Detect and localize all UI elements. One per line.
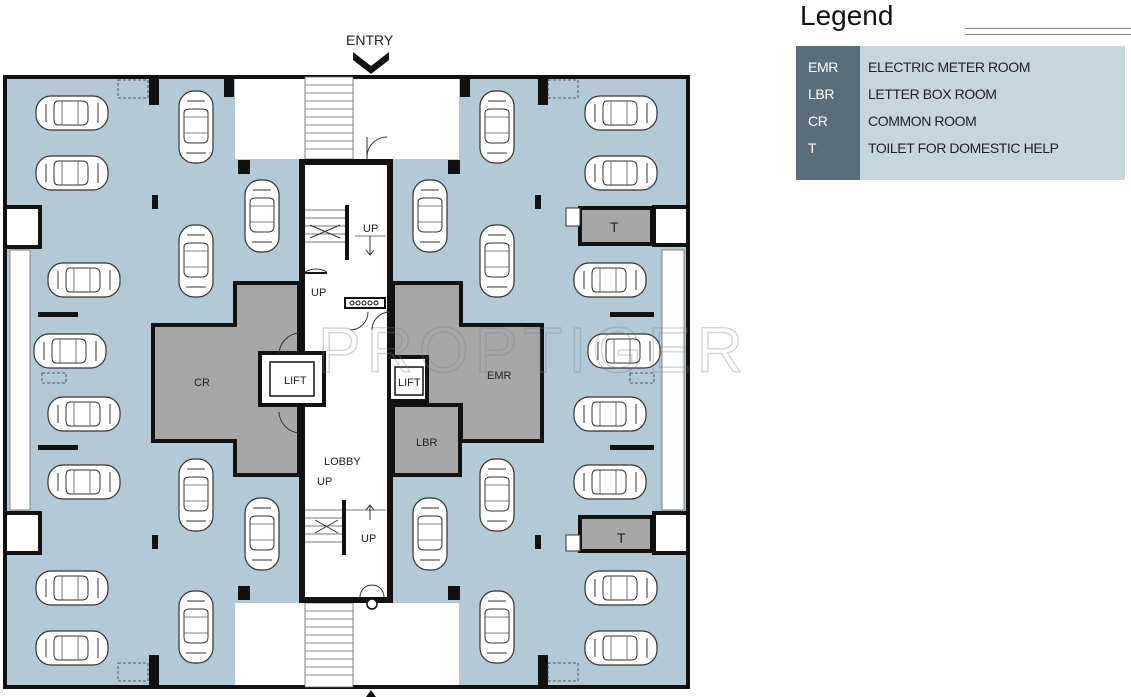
car-v7 — [412, 179, 448, 253]
car-v4 — [178, 590, 214, 664]
legend-desc-cr: COMMON ROOM — [868, 113, 977, 129]
legend-desc-t: TOILET FOR DOMESTIC HELP — [868, 140, 1059, 156]
lift-label-left: LIFT — [284, 375, 307, 387]
stair-up-top-left: UP — [311, 287, 326, 299]
legend-code-emr: EMR — [808, 59, 838, 75]
entry-arrow-icon — [353, 52, 389, 74]
lobby-label: LOBBY — [324, 456, 361, 468]
stair-up-bottom-left: UP — [317, 476, 332, 488]
core-wall-bottom — [300, 597, 392, 603]
lift-left-car — [269, 361, 315, 397]
toilet-bottom-door — [565, 534, 581, 552]
car-v5 — [244, 179, 280, 253]
car-v12 — [479, 590, 515, 664]
car-l2 — [35, 155, 109, 191]
corner-block-left-top — [3, 205, 42, 249]
car-v9 — [479, 90, 515, 164]
car-r1 — [584, 95, 658, 131]
door-cr-bottom — [278, 411, 300, 434]
core-wall-top — [300, 159, 392, 165]
car-l3 — [47, 262, 121, 298]
room-label-lbr: LBR — [416, 437, 437, 449]
car-v6 — [244, 497, 280, 571]
ramp-top-right — [392, 77, 459, 159]
dashed-outlines — [41, 79, 655, 682]
car-v11 — [479, 458, 515, 532]
toilet-bottom — [578, 515, 654, 553]
legend-table: EMR LBR CR T ELECTRIC METER ROOM LETTER … — [796, 46, 1125, 180]
car-r2 — [584, 155, 658, 191]
car-r5 — [573, 396, 647, 432]
stair-up-top-right: UP — [363, 223, 378, 235]
door-core-right — [371, 311, 391, 331]
car-l6 — [47, 464, 121, 500]
window-strip-left — [9, 249, 31, 511]
car-v8 — [412, 497, 448, 571]
corner-block-right-top — [652, 205, 690, 247]
window-strip-right — [661, 249, 685, 511]
room-label-t-top: T — [610, 219, 619, 235]
car-l1 — [35, 95, 109, 131]
stair-up-bottom-right: UP — [361, 533, 376, 545]
car-l8 — [35, 630, 109, 666]
car-v1 — [178, 90, 214, 164]
legend-title: Legend — [800, 0, 894, 31]
stair-lower — [305, 500, 386, 610]
door-cr-top — [278, 332, 300, 354]
room-label-t-bottom: T — [617, 530, 626, 546]
legend-codes-column: EMR LBR CR T — [796, 46, 860, 180]
toilet-top-door — [565, 207, 581, 227]
car-r8 — [584, 630, 658, 666]
legend-desc-emr: ELECTRIC METER ROOM — [868, 59, 1030, 75]
corner-block-left-bottom — [3, 511, 42, 555]
legend-descriptions-column: ELECTRIC METER ROOM LETTER BOX ROOM COMM… — [860, 46, 1125, 180]
car-r7 — [584, 570, 658, 606]
legend-code-t: T — [808, 140, 817, 156]
columns — [38, 77, 654, 687]
legend-desc-lbr: LETTER BOX ROOM — [868, 86, 997, 102]
car-l7 — [35, 570, 109, 606]
legend-code-cr: CR — [808, 113, 828, 129]
stair-upper — [304, 136, 388, 309]
car-v2 — [178, 224, 214, 298]
car-l4 — [33, 333, 107, 369]
entry-steps-top — [304, 76, 354, 160]
ramp-bottom-left — [235, 603, 300, 687]
car-v3 — [178, 458, 214, 532]
car-l5 — [47, 396, 121, 432]
entry-steps-bottom — [304, 602, 354, 688]
exit-arrow-icon — [366, 690, 376, 697]
floor-plan: ENTRY CR EMR LBR T T LIFT LIFT LOBBY UP … — [3, 32, 749, 697]
lift-label-right: LIFT — [398, 377, 421, 389]
legend-rule — [965, 28, 1131, 35]
car-v10 — [479, 224, 515, 298]
legend-code-lbr: LBR — [808, 86, 835, 102]
ramp-top-left — [235, 77, 300, 159]
ramp-bottom-right — [392, 603, 459, 687]
common-room — [151, 281, 301, 477]
car-r3 — [573, 262, 647, 298]
door-core-left — [349, 311, 369, 331]
car-r6 — [573, 464, 647, 500]
room-label-cr: CR — [194, 377, 210, 389]
entry-label: ENTRY — [346, 32, 394, 48]
room-label-emr: EMR — [487, 370, 512, 382]
lift-right-car — [394, 366, 424, 396]
corner-block-right-bottom — [652, 511, 690, 555]
watermark: PROPTIGER — [318, 314, 749, 386]
letter-box-room — [391, 403, 462, 477]
